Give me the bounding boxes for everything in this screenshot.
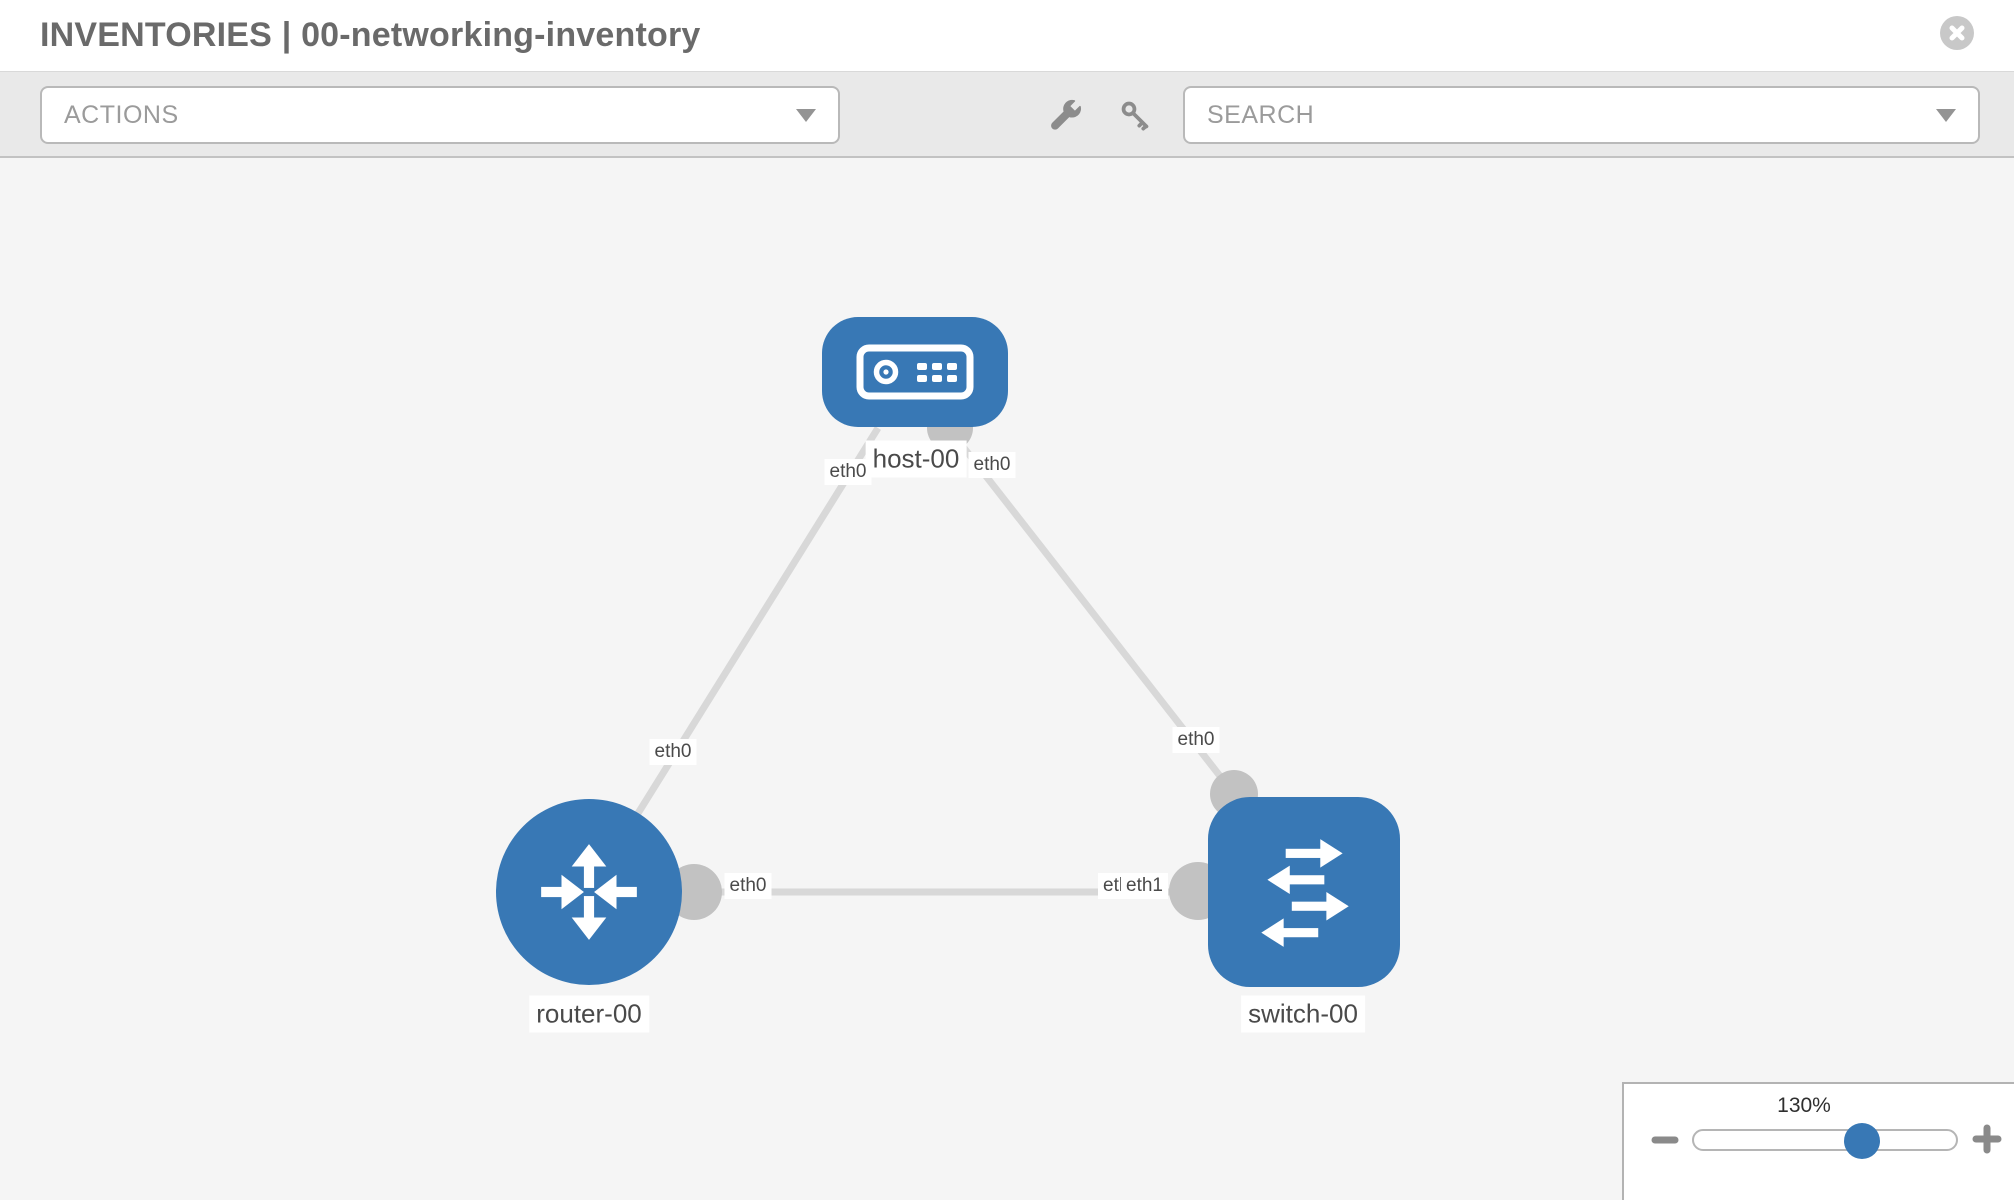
key-icon [1121, 101, 1149, 131]
search-dropdown[interactable]: SEARCH [1183, 86, 1980, 144]
chevron-down-icon [1936, 108, 1956, 122]
router-icon [541, 844, 637, 940]
interface-label-router-eth0-up: eth0 [649, 739, 697, 765]
zoom-out-button[interactable] [1650, 1125, 1680, 1155]
zoom-slider-handle[interactable] [1843, 1123, 1880, 1159]
close-icon [1949, 25, 1965, 41]
close-button[interactable] [1940, 16, 1974, 50]
actions-dropdown[interactable]: ACTIONS [40, 86, 840, 144]
wrench-icon [1051, 99, 1082, 130]
interface-label-switch-eth0: eth0 [1172, 727, 1220, 753]
switch-icon [1261, 839, 1349, 947]
node-label-router-00: router-00 [529, 995, 649, 1033]
toolbar: ACTIONS SEARCH [0, 72, 2014, 158]
zoom-slider-track[interactable] [1692, 1123, 1958, 1159]
topology-links-layer [586, 405, 1303, 920]
interface-label-switch-eth1: eth1 [1121, 873, 1168, 899]
node-label-host-00: host-00 [865, 440, 967, 478]
key-button[interactable] [1117, 97, 1153, 133]
node-host-00[interactable] [822, 317, 1008, 427]
plus-icon [1972, 1124, 2002, 1154]
tools-button[interactable] [1048, 97, 1084, 133]
minus-icon [1651, 1136, 1679, 1144]
search-dropdown-label: SEARCH [1207, 100, 1315, 129]
zoom-in-button[interactable] [1972, 1124, 2002, 1154]
page-title: INVENTORIES | 00-networking-inventory [40, 16, 701, 54]
node-label-switch-00: switch-00 [1241, 995, 1365, 1033]
page-header: INVENTORIES | 00-networking-inventory [0, 0, 2014, 72]
node-router-00[interactable] [496, 799, 682, 985]
node-switch-00[interactable] [1208, 797, 1400, 987]
chevron-down-icon [796, 108, 816, 122]
zoom-panel: 130% [1622, 1082, 2014, 1200]
host-icon [856, 344, 974, 400]
interface-label-router-eth0: eth0 [724, 873, 772, 899]
interface-label-host-eth0-l: eth0 [824, 459, 872, 485]
actions-dropdown-label: ACTIONS [64, 100, 179, 129]
topology-canvas[interactable]: host-00 router-00 switch-00 eth0 eth0 et… [0, 160, 2014, 1200]
interface-label-host-eth0-r: eth0 [968, 452, 1016, 478]
zoom-level: 130% [1777, 1094, 1831, 1117]
